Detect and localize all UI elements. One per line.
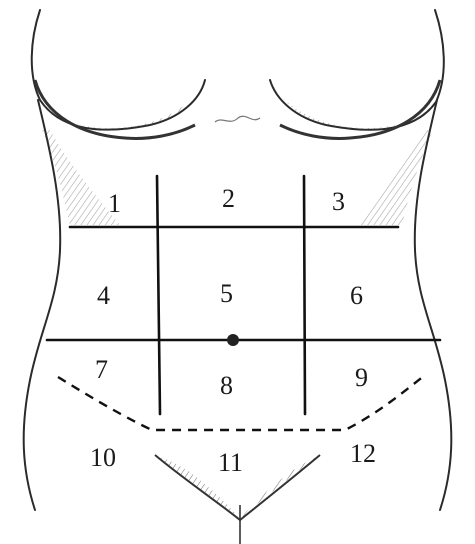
- right-flank-shading: [360, 130, 433, 225]
- umbilicus-dot: [227, 334, 239, 346]
- region-label-11: 11: [218, 448, 243, 477]
- sternum-line: [215, 116, 260, 122]
- inguinal-dashed-line: [58, 375, 425, 430]
- region-label-9: 9: [355, 363, 368, 392]
- region-label-12: 12: [350, 439, 376, 468]
- region-label-6: 6: [350, 281, 363, 310]
- left-vertical-line: [157, 176, 160, 414]
- right-breast-outline: [270, 10, 444, 130]
- region-label-3: 3: [332, 187, 345, 216]
- left-breast-outline: [32, 10, 205, 130]
- right-vertical-line: [304, 176, 305, 414]
- region-label-1: 1: [108, 189, 121, 218]
- region-label-7: 7: [95, 355, 108, 384]
- region-label-10: 10: [90, 443, 116, 472]
- region-label-5: 5: [220, 279, 233, 308]
- region-label-8: 8: [220, 371, 233, 400]
- region-label-4: 4: [97, 281, 110, 310]
- region-label-2: 2: [222, 184, 235, 213]
